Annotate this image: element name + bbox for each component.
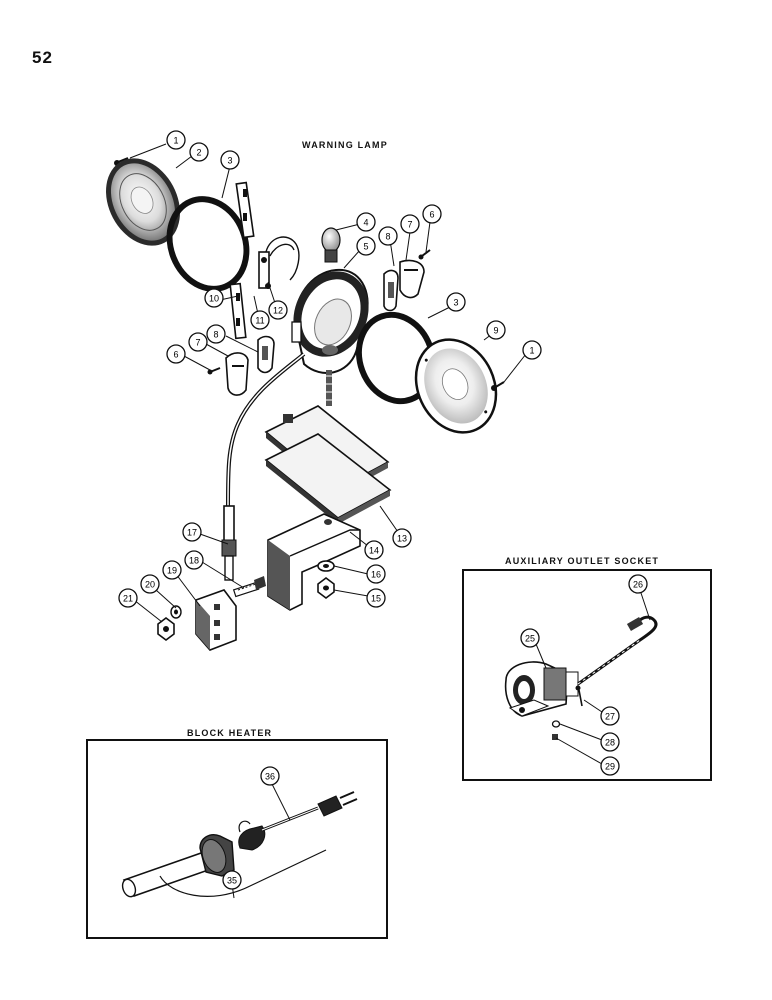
callout-number: 28 xyxy=(605,738,615,748)
callout-number: 19 xyxy=(167,566,177,576)
callout-marker: 21 xyxy=(118,588,138,608)
callout-number: 26 xyxy=(633,580,643,590)
callout-number: 8 xyxy=(213,330,218,340)
page-number: 52 xyxy=(32,48,53,67)
callout-marker: 12 xyxy=(268,300,288,320)
callout-marker: 1 xyxy=(522,340,542,360)
rear-lens-part xyxy=(414,338,498,434)
callout-number: 15 xyxy=(371,594,381,604)
callout-number: 6 xyxy=(173,350,178,360)
heater-cord-part xyxy=(238,791,358,851)
callout-marker: 19 xyxy=(162,560,182,580)
callout-number: 9 xyxy=(493,326,498,336)
callout-number: 2 xyxy=(196,148,201,158)
callout-marker: 35 xyxy=(222,870,242,890)
callout-number: 3 xyxy=(227,156,232,166)
lower-clips xyxy=(207,335,275,396)
callout-number: 4 xyxy=(363,218,368,228)
callout-marker: 3 xyxy=(446,292,466,312)
callout-number: 3 xyxy=(453,298,458,308)
outlet-cable-part xyxy=(577,615,658,686)
auxiliary-outlet-box xyxy=(462,569,712,781)
angle-bracket-part xyxy=(267,513,361,611)
rear-screw-part xyxy=(491,381,505,391)
callout-marker: 2 xyxy=(189,142,209,162)
callout-marker: 36 xyxy=(260,766,280,786)
callout-marker: 16 xyxy=(366,564,386,584)
callout-number: 8 xyxy=(385,232,390,242)
bulb-part xyxy=(321,227,341,263)
block-heater-title: BLOCK HEATER xyxy=(187,728,273,738)
callout-marker: 26 xyxy=(628,574,648,594)
callout-number: 16 xyxy=(371,570,381,580)
callout-marker: 8 xyxy=(378,226,398,246)
callout-number: 13 xyxy=(397,534,407,544)
front-lens-assembly xyxy=(106,157,250,292)
mounting-brackets xyxy=(229,181,300,340)
callout-marker: 5 xyxy=(356,236,376,256)
callout-number: 11 xyxy=(255,316,264,326)
callout-marker: 25 xyxy=(520,628,540,648)
leader-lines xyxy=(129,143,651,899)
callout-marker: 7 xyxy=(400,214,420,234)
callout-number: 14 xyxy=(369,546,379,556)
callout-number: 20 xyxy=(145,580,155,590)
block-heater-box xyxy=(86,739,388,939)
callout-markers: 1 2 3 4 5 6 7 8 9 10 11 12 3 1 8 7 6 17 … xyxy=(118,130,648,890)
callout-number: 18 xyxy=(189,556,199,566)
washer-and-nut xyxy=(317,560,335,599)
upper-clips xyxy=(383,249,431,312)
callout-marker: 3 xyxy=(220,150,240,170)
bolt-part xyxy=(232,576,266,598)
callout-number: 1 xyxy=(529,346,534,356)
assembly-bracket-line xyxy=(159,849,327,897)
callout-number: 7 xyxy=(195,338,200,348)
callout-marker: 1 xyxy=(166,130,186,150)
callout-number: 7 xyxy=(407,220,412,230)
callout-marker: 9 xyxy=(486,320,506,340)
auxiliary-outlet-socket-title: AUXILIARY OUTLET SOCKET xyxy=(505,556,660,566)
callout-marker: 13 xyxy=(392,528,412,548)
callout-marker: 11 xyxy=(250,310,270,330)
heater-element-part xyxy=(121,834,235,898)
callout-number: 29 xyxy=(605,762,615,772)
callout-marker: 8 xyxy=(206,324,226,344)
callout-marker: 20 xyxy=(140,574,160,594)
callout-marker: 27 xyxy=(600,706,620,726)
lamp-housing-part xyxy=(291,268,369,406)
callout-number: 27 xyxy=(605,712,615,722)
callout-number: 17 xyxy=(187,528,197,538)
callout-marker: 28 xyxy=(600,732,620,752)
callout-number: 6 xyxy=(429,210,434,220)
warning-lamp-title: WARNING LAMP xyxy=(302,140,388,150)
callout-number: 5 xyxy=(363,242,368,252)
outlet-socket-part xyxy=(504,661,579,717)
callout-marker: 18 xyxy=(184,550,204,570)
clamp-assembly xyxy=(157,589,237,651)
callout-number: 25 xyxy=(525,634,535,644)
callout-marker: 4 xyxy=(356,212,376,232)
callout-number: 35 xyxy=(227,876,237,886)
callout-marker: 10 xyxy=(204,288,224,308)
mounting-pads xyxy=(264,405,392,524)
callout-number: 36 xyxy=(265,772,275,782)
callout-number: 21 xyxy=(123,594,133,604)
lens-part xyxy=(106,158,180,246)
callout-marker: 6 xyxy=(422,204,442,224)
callout-number: 10 xyxy=(209,294,219,304)
callout-marker: 17 xyxy=(182,522,202,542)
callout-number: 1 xyxy=(173,136,178,146)
lamp-cable xyxy=(221,352,306,581)
callout-marker: 15 xyxy=(366,588,386,608)
outlet-hardware xyxy=(551,685,583,740)
callout-marker: 6 xyxy=(166,344,186,364)
callout-marker: 14 xyxy=(364,540,384,560)
callout-marker: 29 xyxy=(600,756,620,776)
callout-marker: 7 xyxy=(188,332,208,352)
callout-number: 12 xyxy=(273,306,283,316)
